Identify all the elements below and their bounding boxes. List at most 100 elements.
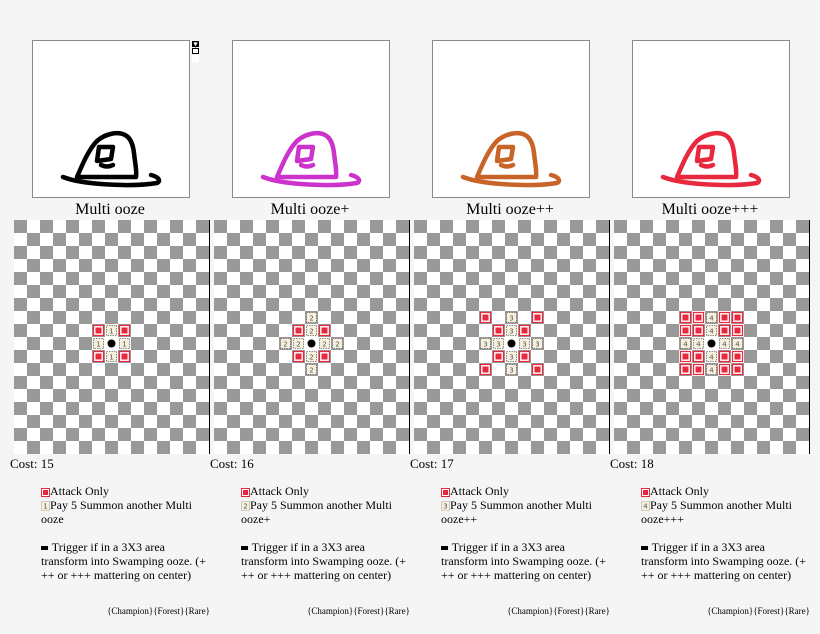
attack-only-icon [241,487,250,497]
svg-text:3: 3 [443,503,447,511]
card-tags: {Champion}{Forest}{Rare} [707,606,810,616]
scroll-down-arrow-icon[interactable] [192,41,199,62]
special-ability-label: Pay 5 Summon another Multi ooze++ [441,498,592,526]
cost-label: Cost: 17 [410,456,454,471]
summon-marker: 3 [506,312,517,323]
attack-only-marker [92,324,105,337]
summon-marker: 3 [519,338,530,349]
attack-only-marker [479,363,492,376]
svg-text:2: 2 [335,341,339,349]
svg-text:3: 3 [522,341,526,349]
board-grid [414,220,609,454]
ooze-illustration [260,131,362,188]
legend-attack-only: Attack Only [641,484,811,498]
card-tags: {Champion}{Forest}{Rare} [307,606,410,616]
svg-text:4: 4 [696,341,701,349]
trigger-icon [41,546,48,551]
attack-only-marker [292,350,305,363]
attack-only-marker [679,363,692,376]
summon-marker: 2 [319,338,330,349]
card-portrait [632,40,790,198]
svg-text:1: 1 [122,341,126,349]
legend-trigger: Trigger if in a 3X3 area transform into … [241,540,411,582]
card-title: Multi ooze+++ [661,201,759,218]
card-title: Multi ooze [75,201,145,218]
attack-only-marker [531,311,544,324]
trigger-icon [441,546,448,551]
svg-text:4: 4 [709,328,714,336]
cost-label: Cost: 18 [610,456,654,471]
ooze-body [674,131,739,180]
summon-icon: 4 [641,501,650,512]
summon-marker: 2 [293,338,304,349]
card-portrait [232,40,390,198]
attack-only-marker [718,363,731,376]
svg-text:3: 3 [509,315,513,323]
summon-marker: 2 [332,338,343,349]
summon-icon: 2 [241,501,250,512]
cost-label: Cost: 15 [10,456,54,471]
ooze-face [494,144,516,169]
attack-only-marker [731,324,744,337]
summon-marker: 1 [93,338,104,349]
svg-text:2: 2 [309,367,313,375]
special-ability-label: Pay 5 Summon another Multi ooze [41,498,192,526]
summon-marker: 4 [706,325,717,336]
summon-marker: 2 [306,312,317,323]
piece-position-marker [705,337,718,350]
ooze-body [474,131,539,180]
ooze-face [694,144,716,169]
summon-marker: 4 [680,338,691,349]
summon-marker: 3 [506,364,517,375]
summon-marker: 2 [306,364,317,375]
svg-text:3: 3 [509,328,513,336]
svg-text:3: 3 [496,341,500,349]
attack-only-marker [318,324,331,337]
attack-only-marker [731,363,744,376]
ooze-illustration [460,131,562,188]
piece-position-marker [105,337,118,350]
attack-only-icon [441,487,450,497]
attack-only-marker [479,311,492,324]
attack-only-marker [679,350,692,363]
svg-text:1: 1 [109,328,113,336]
cost-label: Cost: 16 [210,456,254,471]
legend-spacer [441,526,611,540]
summon-marker: 2 [306,325,317,336]
svg-text:4: 4 [709,315,714,323]
attack-only-label: Attack Only [250,484,309,498]
trigger-label: Trigger if in a 3X3 area transform into … [641,540,807,582]
svg-text:2: 2 [322,341,326,349]
summon-icon: 3 [441,501,450,512]
piece-position-marker [505,337,518,350]
summon-marker: 4 [706,364,717,375]
trigger-label: Trigger if in a 3X3 area transform into … [241,540,407,582]
summon-marker: 1 [106,351,117,362]
svg-text:4: 4 [735,341,740,349]
summon-marker: 3 [493,338,504,349]
attack-only-label: Attack Only [650,484,709,498]
svg-text:2: 2 [243,503,247,511]
scrollbar[interactable] [192,41,199,63]
summon-marker: 2 [306,351,317,362]
card-title: Multi ooze+ [270,201,350,218]
legend-trigger: Trigger if in a 3X3 area transform into … [641,540,811,582]
svg-text:4: 4 [709,367,714,375]
attack-only-label: Attack Only [450,484,509,498]
attack-only-marker [492,350,505,363]
trigger-label: Trigger if in a 3X3 area transform into … [41,540,207,582]
attack-only-marker [531,363,544,376]
trigger-icon [241,546,248,551]
card-portrait [432,40,590,198]
scrollbar-track[interactable] [192,48,199,54]
svg-text:2: 2 [283,341,287,349]
summon-marker: 3 [480,338,491,349]
summon-marker: 4 [719,338,730,349]
svg-text:4: 4 [683,341,688,349]
